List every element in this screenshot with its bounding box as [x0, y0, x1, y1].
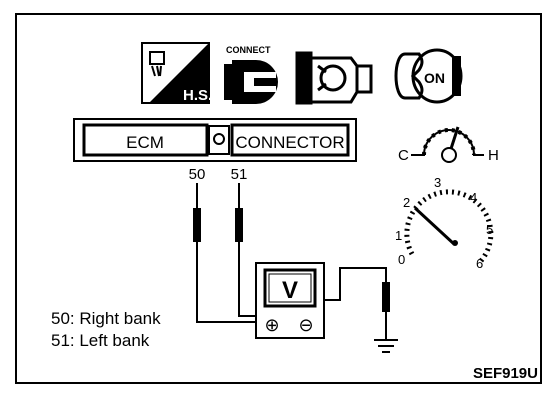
connect-icon: CONNECT	[224, 45, 278, 104]
tach-scale-5: 5	[486, 222, 493, 237]
key-on-text: ON	[424, 70, 445, 86]
connect-caption: CONNECT	[226, 45, 271, 55]
tach-scale-4: 4	[470, 190, 477, 205]
pin-50-label: 50	[189, 166, 206, 183]
temp-hot-label: H	[488, 147, 499, 164]
tachometer: 0 1 2 3 4 5 6	[395, 175, 494, 271]
voltmeter: V ⊕ ⊖	[255, 262, 325, 339]
positive-terminal: ⊕	[264, 315, 279, 336]
temperature-gauge: C H	[398, 126, 499, 164]
tach-scale-0: 0	[398, 252, 405, 267]
temp-cold-label: C	[398, 147, 409, 164]
figure-reference: SEF919U	[472, 365, 538, 382]
ignition-key-on-icon: ON	[394, 48, 463, 104]
connector-label: CONNECTOR	[235, 133, 344, 152]
voltmeter-symbol: V	[282, 277, 298, 304]
ground-symbol	[374, 339, 398, 353]
tach-scale-6: 6	[476, 256, 483, 271]
ecm-label: ECM	[126, 133, 164, 152]
legend-right-bank: 50: Right bank	[51, 309, 161, 328]
negative-terminal: ⊖	[298, 315, 313, 336]
pin-51-label: 51	[231, 166, 248, 183]
engine-icon	[295, 51, 373, 105]
hs-mode-icon: H.S.	[141, 42, 212, 104]
tach-scale-1: 1	[395, 228, 402, 243]
diagram-frame	[15, 13, 542, 384]
legend-left-bank: 51: Left bank	[51, 331, 150, 350]
tach-scale-3: 3	[434, 175, 441, 190]
hs-badge-text: H.S.	[183, 87, 212, 104]
tach-scale-2: 2	[403, 195, 410, 210]
ecm-connector-box: ECM CONNECTOR	[73, 118, 357, 162]
